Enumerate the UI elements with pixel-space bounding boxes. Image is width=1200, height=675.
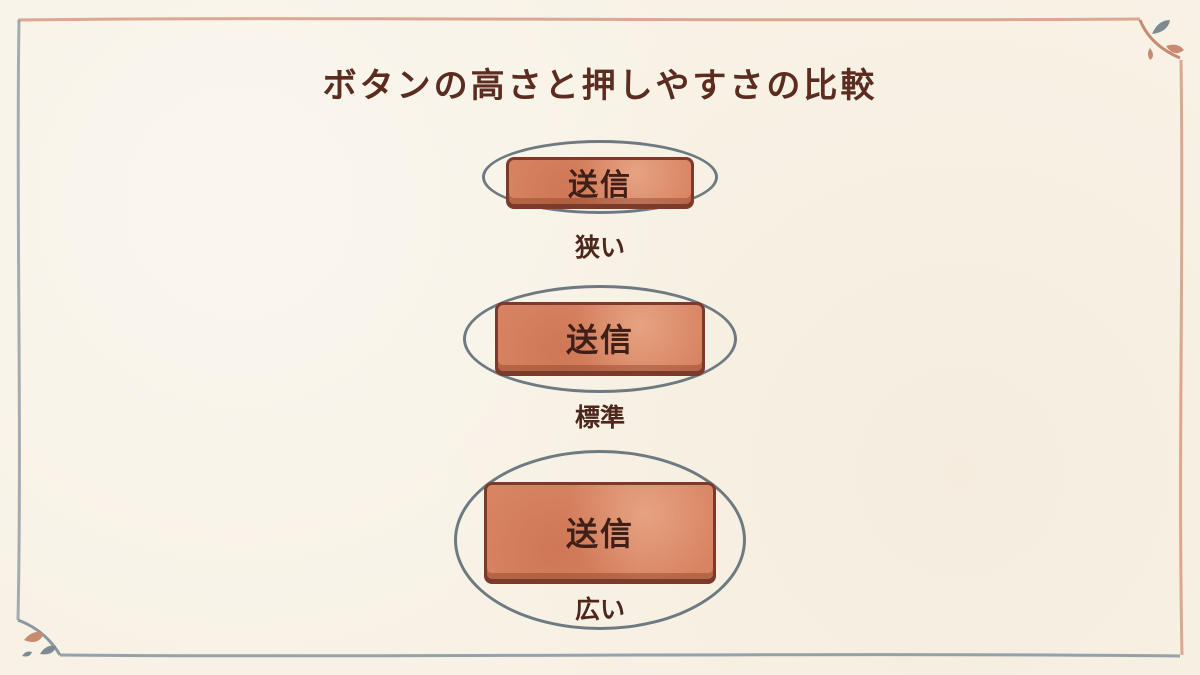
highlight-ring (463, 285, 737, 393)
caption-standard: 標準 (574, 403, 625, 432)
caption-narrow: 狭い (574, 233, 625, 262)
send-button-wide[interactable]: 送信 (484, 482, 716, 582)
send-button-standard[interactable]: 送信 (495, 302, 705, 374)
leaf-ornament-icon (1138, 19, 1184, 60)
leaf-ornament-icon (17, 618, 62, 657)
highlight-ring (454, 450, 746, 630)
page-title: ボタンの高さと押しやすさの比較 (322, 66, 878, 106)
send-button-narrow[interactable]: 送信 (506, 157, 694, 207)
caption-wide: 広い (574, 595, 625, 624)
highlight-ring (482, 140, 718, 214)
